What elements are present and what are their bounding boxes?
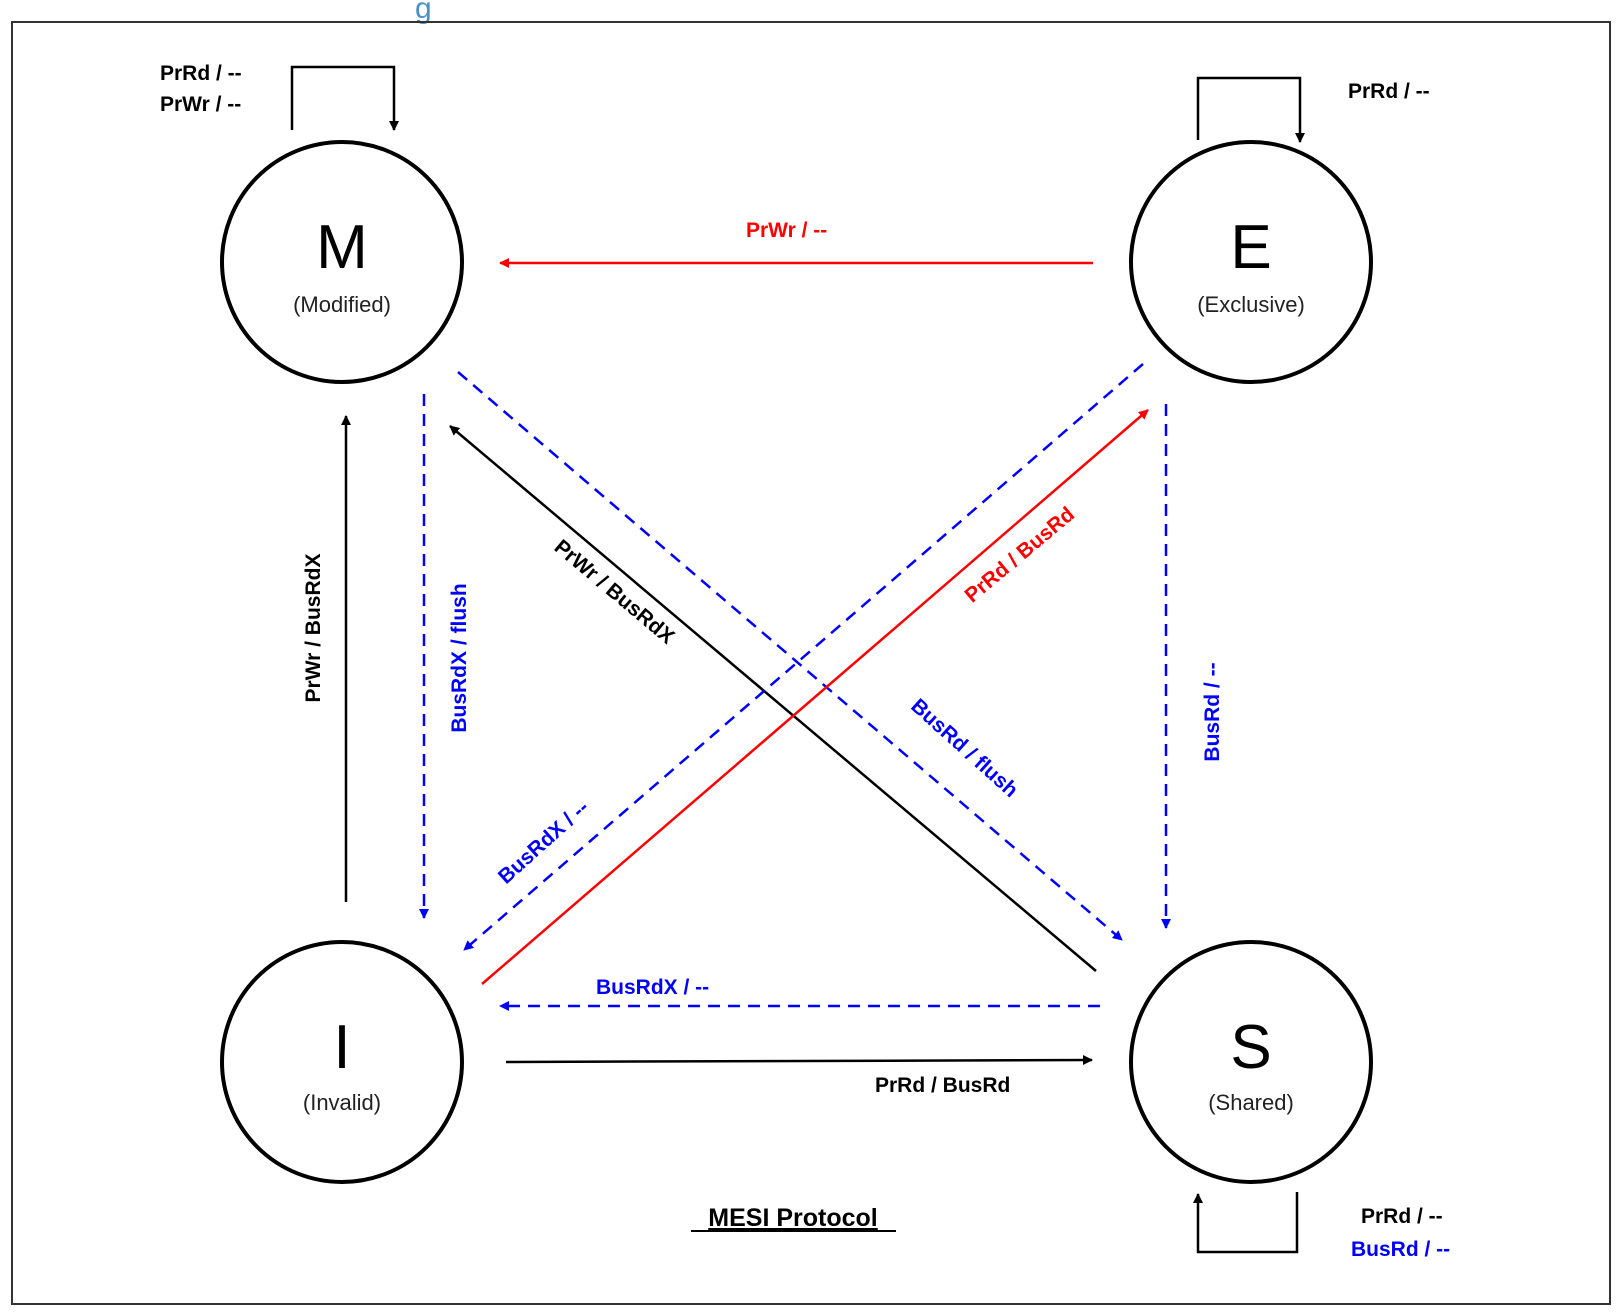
state-exclusive-name: (Exclusive) (1197, 292, 1305, 317)
state-invalid-circle (220, 940, 464, 1184)
edge-i-to-s: PrRd / BusRd (505, 1055, 1093, 1097)
loop-shared-label-2: BusRd / -- (1351, 1238, 1450, 1261)
edge-s-to-m-arrow (449, 425, 1097, 972)
edge-m-to-s: BusRd / flush (457, 371, 1123, 941)
edge-e-to-m-label: PrWr / -- (746, 219, 827, 242)
state-shared: S (Shared) (1129, 940, 1373, 1184)
edge-i-to-e: PrRd / BusRd (481, 409, 1149, 985)
edge-s-to-i: BusRdX / -- (499, 976, 1100, 1011)
loop-modified-arrow (290, 65, 399, 131)
loop-shared-label-1: PrRd / -- (1361, 1205, 1443, 1228)
edge-s-to-i-label: BusRdX / -- (596, 976, 709, 999)
header-fragment: g (415, 0, 432, 25)
edge-e-to-s: BusRd / -- (1161, 404, 1224, 929)
state-modified-circle (220, 140, 464, 384)
edge-m-to-i-label: BusRdX / flush (448, 583, 471, 732)
diagram-frame (11, 21, 1611, 1305)
state-modified-name: (Modified) (293, 292, 391, 317)
edge-e-to-i-arrow (463, 363, 1144, 951)
state-invalid: I (Invalid) (220, 940, 464, 1184)
edge-e-to-i: BusRdX / -- (463, 363, 1144, 951)
state-invalid-name: (Invalid) (303, 1090, 381, 1115)
loop-exclusive: PrRd / -- (1196, 76, 1430, 143)
edge-e-to-m: PrWr / -- (499, 219, 1093, 268)
edge-e-to-i-label: BusRdX / -- (494, 796, 593, 889)
state-shared-circle (1129, 940, 1373, 1184)
loop-modified: PrRd / -- PrWr / -- (160, 62, 399, 131)
loop-modified-label-2: PrWr / -- (160, 93, 241, 116)
state-invalid-letter: I (333, 1013, 350, 1082)
state-shared-name: (Shared) (1208, 1090, 1294, 1115)
state-exclusive-letter: E (1230, 213, 1271, 282)
edge-s-to-m-label: PrWr / BusRdX (550, 535, 679, 648)
state-modified: M (Modified) (220, 140, 464, 384)
loop-modified-label-1: PrRd / -- (160, 62, 242, 85)
diagram-caption: MESI Protocol (708, 1204, 877, 1232)
edge-i-to-m-label: PrWr / BusRdX (302, 554, 325, 703)
edge-m-to-s-arrow (457, 371, 1123, 941)
state-exclusive: E (Exclusive) (1129, 140, 1373, 384)
loop-exclusive-label: PrRd / -- (1348, 80, 1430, 103)
edge-e-to-s-label: BusRd / -- (1201, 662, 1224, 761)
edge-i-to-m: PrWr / BusRdX (302, 415, 351, 902)
edge-i-to-e-arrow (481, 409, 1149, 985)
edge-i-to-s-arrow (505, 1055, 1093, 1066)
state-modified-letter: M (316, 213, 368, 282)
edge-m-to-i: BusRdX / flush (419, 394, 471, 919)
loop-shared-arrow (1193, 1192, 1299, 1254)
state-exclusive-circle (1129, 140, 1373, 384)
edge-m-to-s-label: BusRd / flush (906, 694, 1022, 802)
loop-shared: PrRd / -- BusRd / -- (1193, 1192, 1450, 1261)
edge-s-to-m: PrWr / BusRdX (449, 425, 1097, 972)
state-shared-letter: S (1230, 1013, 1271, 1082)
loop-exclusive-arrow (1196, 76, 1305, 143)
edge-i-to-s-label: PrRd / BusRd (875, 1074, 1010, 1097)
